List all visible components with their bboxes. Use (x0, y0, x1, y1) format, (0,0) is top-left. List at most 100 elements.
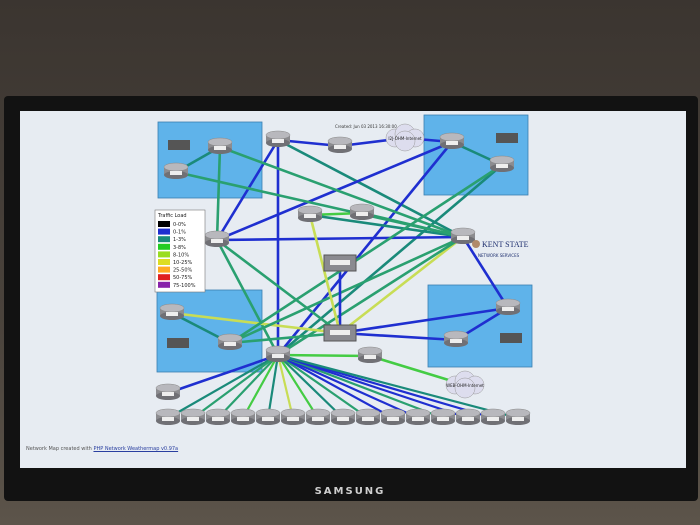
link-r13-r14[interactable] (277, 353, 371, 358)
router-label (162, 392, 174, 396)
router-r3[interactable] (265, 130, 291, 147)
link-sw2-r16[interactable] (339, 306, 509, 335)
router-r6[interactable] (489, 155, 515, 172)
router-label (462, 417, 474, 421)
router-label (166, 312, 178, 316)
router-edge[interactable] (405, 408, 431, 425)
link-core-edge[interactable] (266, 354, 280, 419)
legend-swatch (158, 243, 170, 250)
router-label (272, 139, 284, 143)
link-r8-r10[interactable] (309, 213, 464, 239)
link-r2-r10[interactable] (219, 145, 464, 239)
link-r1-r10[interactable] (175, 170, 464, 239)
router-edge[interactable] (305, 408, 331, 425)
router-label (272, 354, 284, 358)
link-r6-r12[interactable] (229, 163, 503, 345)
router-r13[interactable] (265, 345, 291, 362)
logo-subtitle: NETWORK SERVICES (478, 253, 520, 258)
cloud-label: I2J-OHM-Internet (388, 136, 422, 141)
link-r2-r7[interactable] (215, 146, 222, 241)
legend-swatch (158, 221, 170, 227)
link-r10-sw2[interactable] (339, 235, 464, 335)
router-label (237, 417, 249, 421)
link-core-edge[interactable] (192, 354, 279, 419)
link-core-edge[interactable] (277, 353, 419, 420)
router-r1[interactable] (163, 162, 189, 179)
router-r4[interactable] (327, 136, 353, 153)
router-label (312, 417, 324, 421)
router-edge[interactable] (330, 408, 356, 425)
weathermap: I2J-OHM-InternetWEB-OHM-InternetCreated:… (154, 114, 533, 425)
router-edge[interactable] (505, 408, 531, 425)
link-core-edge[interactable] (277, 354, 344, 419)
router-r15[interactable] (443, 330, 469, 347)
weathermap-link[interactable]: PHP Network Weathermap v0.97a (93, 446, 179, 452)
router-r7[interactable] (204, 230, 230, 247)
router-edge[interactable] (380, 408, 406, 425)
router-edge[interactable] (480, 408, 506, 425)
link-core-edge[interactable] (242, 354, 279, 419)
router-edge[interactable] (155, 408, 181, 425)
router-r10[interactable] (450, 227, 476, 244)
link-r7-r13[interactable] (215, 239, 280, 356)
link-r7-r10[interactable] (216, 235, 464, 242)
link-r12-sw2[interactable] (229, 331, 341, 345)
router-label (170, 171, 182, 175)
legend-swatch (158, 266, 170, 273)
link-r6-r13[interactable] (277, 164, 503, 356)
router-label (334, 145, 346, 149)
router-edge[interactable] (230, 408, 256, 425)
kent-state-logo-icon (472, 240, 480, 248)
router-edge[interactable] (180, 408, 206, 425)
legend-swatch (158, 281, 170, 288)
router-edge[interactable] (430, 408, 456, 425)
router-edge[interactable] (355, 408, 381, 425)
router-label (262, 417, 274, 421)
router-r11[interactable] (159, 303, 185, 320)
router-label (187, 417, 199, 421)
router-r2[interactable] (207, 137, 233, 154)
link-r8-sw2[interactable] (308, 214, 342, 334)
link-r13-r17[interactable] (167, 353, 279, 395)
link-r5-r7[interactable] (216, 140, 453, 242)
router-edge[interactable] (255, 408, 281, 425)
router-edge[interactable] (455, 408, 481, 425)
link-sw2-r15[interactable] (339, 331, 457, 342)
logo-title: KENT STATE (482, 240, 529, 249)
internet-cloud[interactable]: I2J-OHM-Internet (385, 123, 425, 152)
link-core-edge[interactable] (277, 353, 519, 420)
link-core-edge[interactable] (277, 353, 469, 420)
link-core-edge[interactable] (167, 354, 279, 419)
link-r3-r10[interactable] (277, 138, 464, 239)
router-r8[interactable] (297, 205, 323, 222)
link-r5-r13[interactable] (276, 141, 454, 356)
link-r10-r16[interactable] (461, 236, 510, 309)
switch-sw1[interactable] (323, 254, 357, 272)
link-core-edge[interactable] (277, 354, 369, 419)
router-r5[interactable] (439, 132, 465, 149)
link-core-edge[interactable] (277, 354, 394, 419)
link-core-edge[interactable] (277, 353, 444, 420)
switch-sw2[interactable] (323, 324, 357, 342)
router-label (387, 417, 399, 421)
legend-label: 50-75% (173, 275, 193, 281)
router-label (457, 236, 469, 240)
router-edge[interactable] (205, 408, 231, 425)
router-edge[interactable] (280, 408, 306, 425)
legend-label: 8-10% (173, 252, 189, 258)
router-r16[interactable] (495, 298, 521, 315)
link-core-edge[interactable] (217, 354, 279, 419)
link-core-edge[interactable] (277, 354, 319, 419)
link-r12-r10[interactable] (229, 235, 464, 345)
link-core-edge[interactable] (276, 354, 295, 419)
link-r11-sw2[interactable] (171, 311, 341, 335)
router-r12[interactable] (217, 333, 243, 350)
link-r7-sw2[interactable] (216, 238, 341, 335)
router-r17[interactable] (155, 383, 181, 400)
internet-cloud[interactable]: WEB-OHM-Internet (445, 370, 484, 399)
link-r3-r7[interactable] (215, 139, 280, 241)
router-r9[interactable] (349, 203, 375, 220)
router-r14[interactable] (357, 346, 383, 363)
legend-label: 0-0% (173, 222, 186, 228)
router-label (224, 342, 236, 346)
